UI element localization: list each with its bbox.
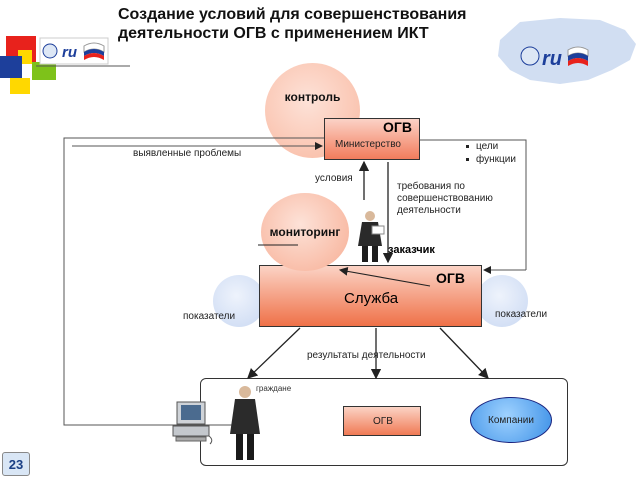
goals-bullet xyxy=(466,145,469,148)
goals-label: цели xyxy=(476,141,499,152)
deco-square-blue xyxy=(0,56,22,78)
service-name-label: Служба xyxy=(344,290,399,307)
requirements-label-3: деятельности xyxy=(397,205,461,216)
service-diagonal-arrow xyxy=(338,267,431,287)
customer-label: заказчик xyxy=(388,244,435,256)
results-label: результаты деятельности xyxy=(307,350,426,361)
problems-label: выявленные проблемы xyxy=(133,148,242,159)
ministry-ogv-label: ОГВ xyxy=(383,119,412,135)
logo-small: ru xyxy=(39,37,109,65)
page-number-badge: 23 xyxy=(2,452,30,476)
logo-small-text: ru xyxy=(62,44,77,61)
loop-right-line xyxy=(420,139,527,270)
bottom-ogv-label: ОГВ xyxy=(373,416,393,427)
functions-bullet xyxy=(466,158,469,161)
ministry-name-label: Министерство xyxy=(335,139,401,150)
indicator-circle-right xyxy=(476,275,528,327)
citizens-label: граждане xyxy=(256,384,292,393)
indicator-circle-left xyxy=(213,275,265,327)
service-ogv-label: ОГВ xyxy=(436,270,465,286)
kontrol-circle: контроль xyxy=(265,63,360,158)
page-title: Создание условий для совершенствования д… xyxy=(118,6,467,42)
loop-left-line xyxy=(63,137,324,426)
company-ellipse: Компании xyxy=(470,397,552,443)
ministry-box: ОГВ Министерство xyxy=(324,118,420,160)
citizen-figure xyxy=(230,386,260,460)
deco-square-yellow-2 xyxy=(10,78,30,94)
monitoring-circle: мониторинг xyxy=(261,193,349,271)
result-arrow-left xyxy=(247,327,301,379)
requirements-label-1: требования по xyxy=(397,181,465,192)
logo-russia-map: ru xyxy=(498,18,636,84)
computer-icon xyxy=(172,401,213,445)
indicators-left-label: показатели xyxy=(183,311,236,322)
requirements-label-2: совершенствованию xyxy=(397,193,493,204)
customer-figure xyxy=(358,211,385,262)
company-label: Компании xyxy=(488,414,534,426)
monitoring-label: мониторинг xyxy=(269,225,341,239)
indicators-right-label: показатели xyxy=(495,309,548,320)
functions-label: функции xyxy=(476,154,516,165)
conditions-label: условия xyxy=(315,173,353,184)
result-arrow-right xyxy=(439,327,489,379)
logo-big-text: ru xyxy=(542,48,562,70)
bottom-ogv-box: ОГВ xyxy=(343,406,421,436)
kontrol-label: контроль xyxy=(284,89,341,104)
